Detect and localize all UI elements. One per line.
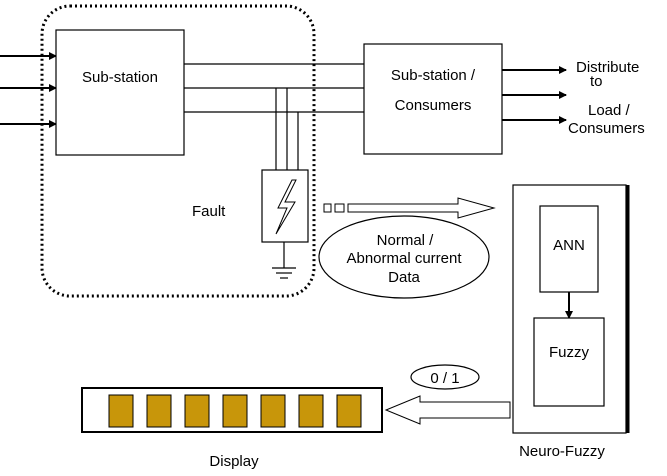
- substation-block: [55, 29, 185, 156]
- protection-zone-boundary: [40, 4, 316, 298]
- substation-label: Sub-station: [82, 69, 158, 86]
- data-marker-square-2: [334, 203, 345, 213]
- fault-element: [261, 169, 309, 243]
- display-segment: [298, 394, 324, 428]
- data-label-line3: Data: [388, 269, 420, 286]
- distribute-label-line2: to: [590, 73, 603, 90]
- consumers-label-line2: Consumers: [395, 97, 472, 114]
- data-label-line2: Abnormal current: [346, 250, 462, 267]
- display-label: Display: [209, 453, 259, 470]
- distribute-label-line1: Distribute: [576, 59, 639, 76]
- lightning-bolt-icon: [275, 179, 297, 235]
- display-segment: [260, 394, 286, 428]
- data-flow-arrow: [347, 197, 496, 219]
- binary-output-label: 0 / 1: [430, 370, 459, 387]
- load-label-line1: Load /: [588, 102, 631, 119]
- ground-icon: [272, 267, 296, 279]
- display-feed-arrow: [384, 395, 511, 425]
- display-segment: [222, 394, 248, 428]
- fault-label: Fault: [192, 203, 226, 220]
- consumers-label-line1: Sub-station /: [391, 67, 476, 84]
- display-segment: [336, 394, 362, 428]
- binary-output-oval: [410, 364, 480, 390]
- display-segment: [108, 394, 134, 428]
- fuzzy-block: [533, 317, 605, 407]
- load-label-line2: Consumers: [568, 120, 645, 137]
- display-segments: [108, 394, 362, 428]
- fuzzy-label: Fuzzy: [549, 344, 590, 361]
- display-segment: [146, 394, 172, 428]
- current-data-ellipse: [318, 215, 490, 299]
- data-label-line1: Normal /: [377, 232, 435, 249]
- display-segment: [184, 394, 210, 428]
- ann-label: ANN: [553, 237, 585, 254]
- consumers-block: [363, 43, 503, 155]
- ann-block: [539, 205, 599, 293]
- neuro-fuzzy-label: Neuro-Fuzzy: [519, 443, 605, 460]
- data-marker-square-1: [323, 203, 332, 213]
